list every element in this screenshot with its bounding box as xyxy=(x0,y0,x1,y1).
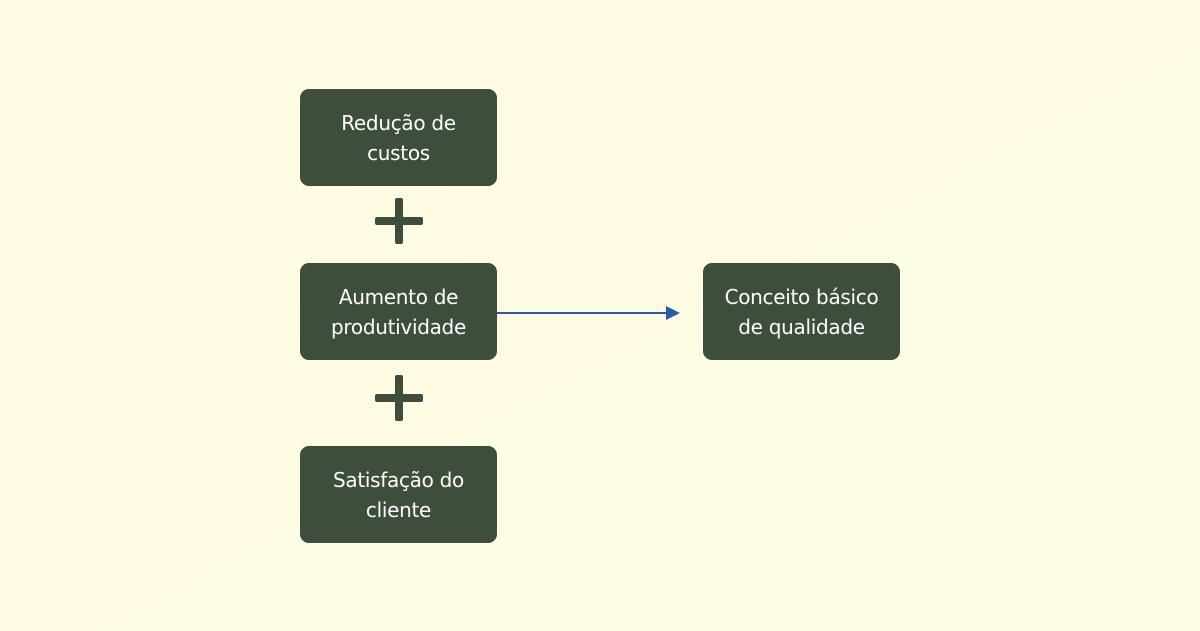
node-label: Satisfação do cliente xyxy=(333,467,464,522)
node-reducao-de-custos: Redução de custos xyxy=(300,89,497,186)
plus-icon xyxy=(375,375,423,421)
plus-icon xyxy=(375,198,423,244)
arrow-head-icon xyxy=(666,306,680,320)
node-label: Conceito básico de qualidade xyxy=(724,284,879,339)
node-label: Redução de custos xyxy=(341,110,456,165)
node-satisfacao-do-cliente: Satisfação do cliente xyxy=(300,446,497,543)
node-label: Aumento de produtividade xyxy=(331,284,466,339)
node-conceito-basico-de-qualidade: Conceito básico de qualidade xyxy=(703,263,900,360)
node-aumento-de-produtividade: Aumento de produtividade xyxy=(300,263,497,360)
